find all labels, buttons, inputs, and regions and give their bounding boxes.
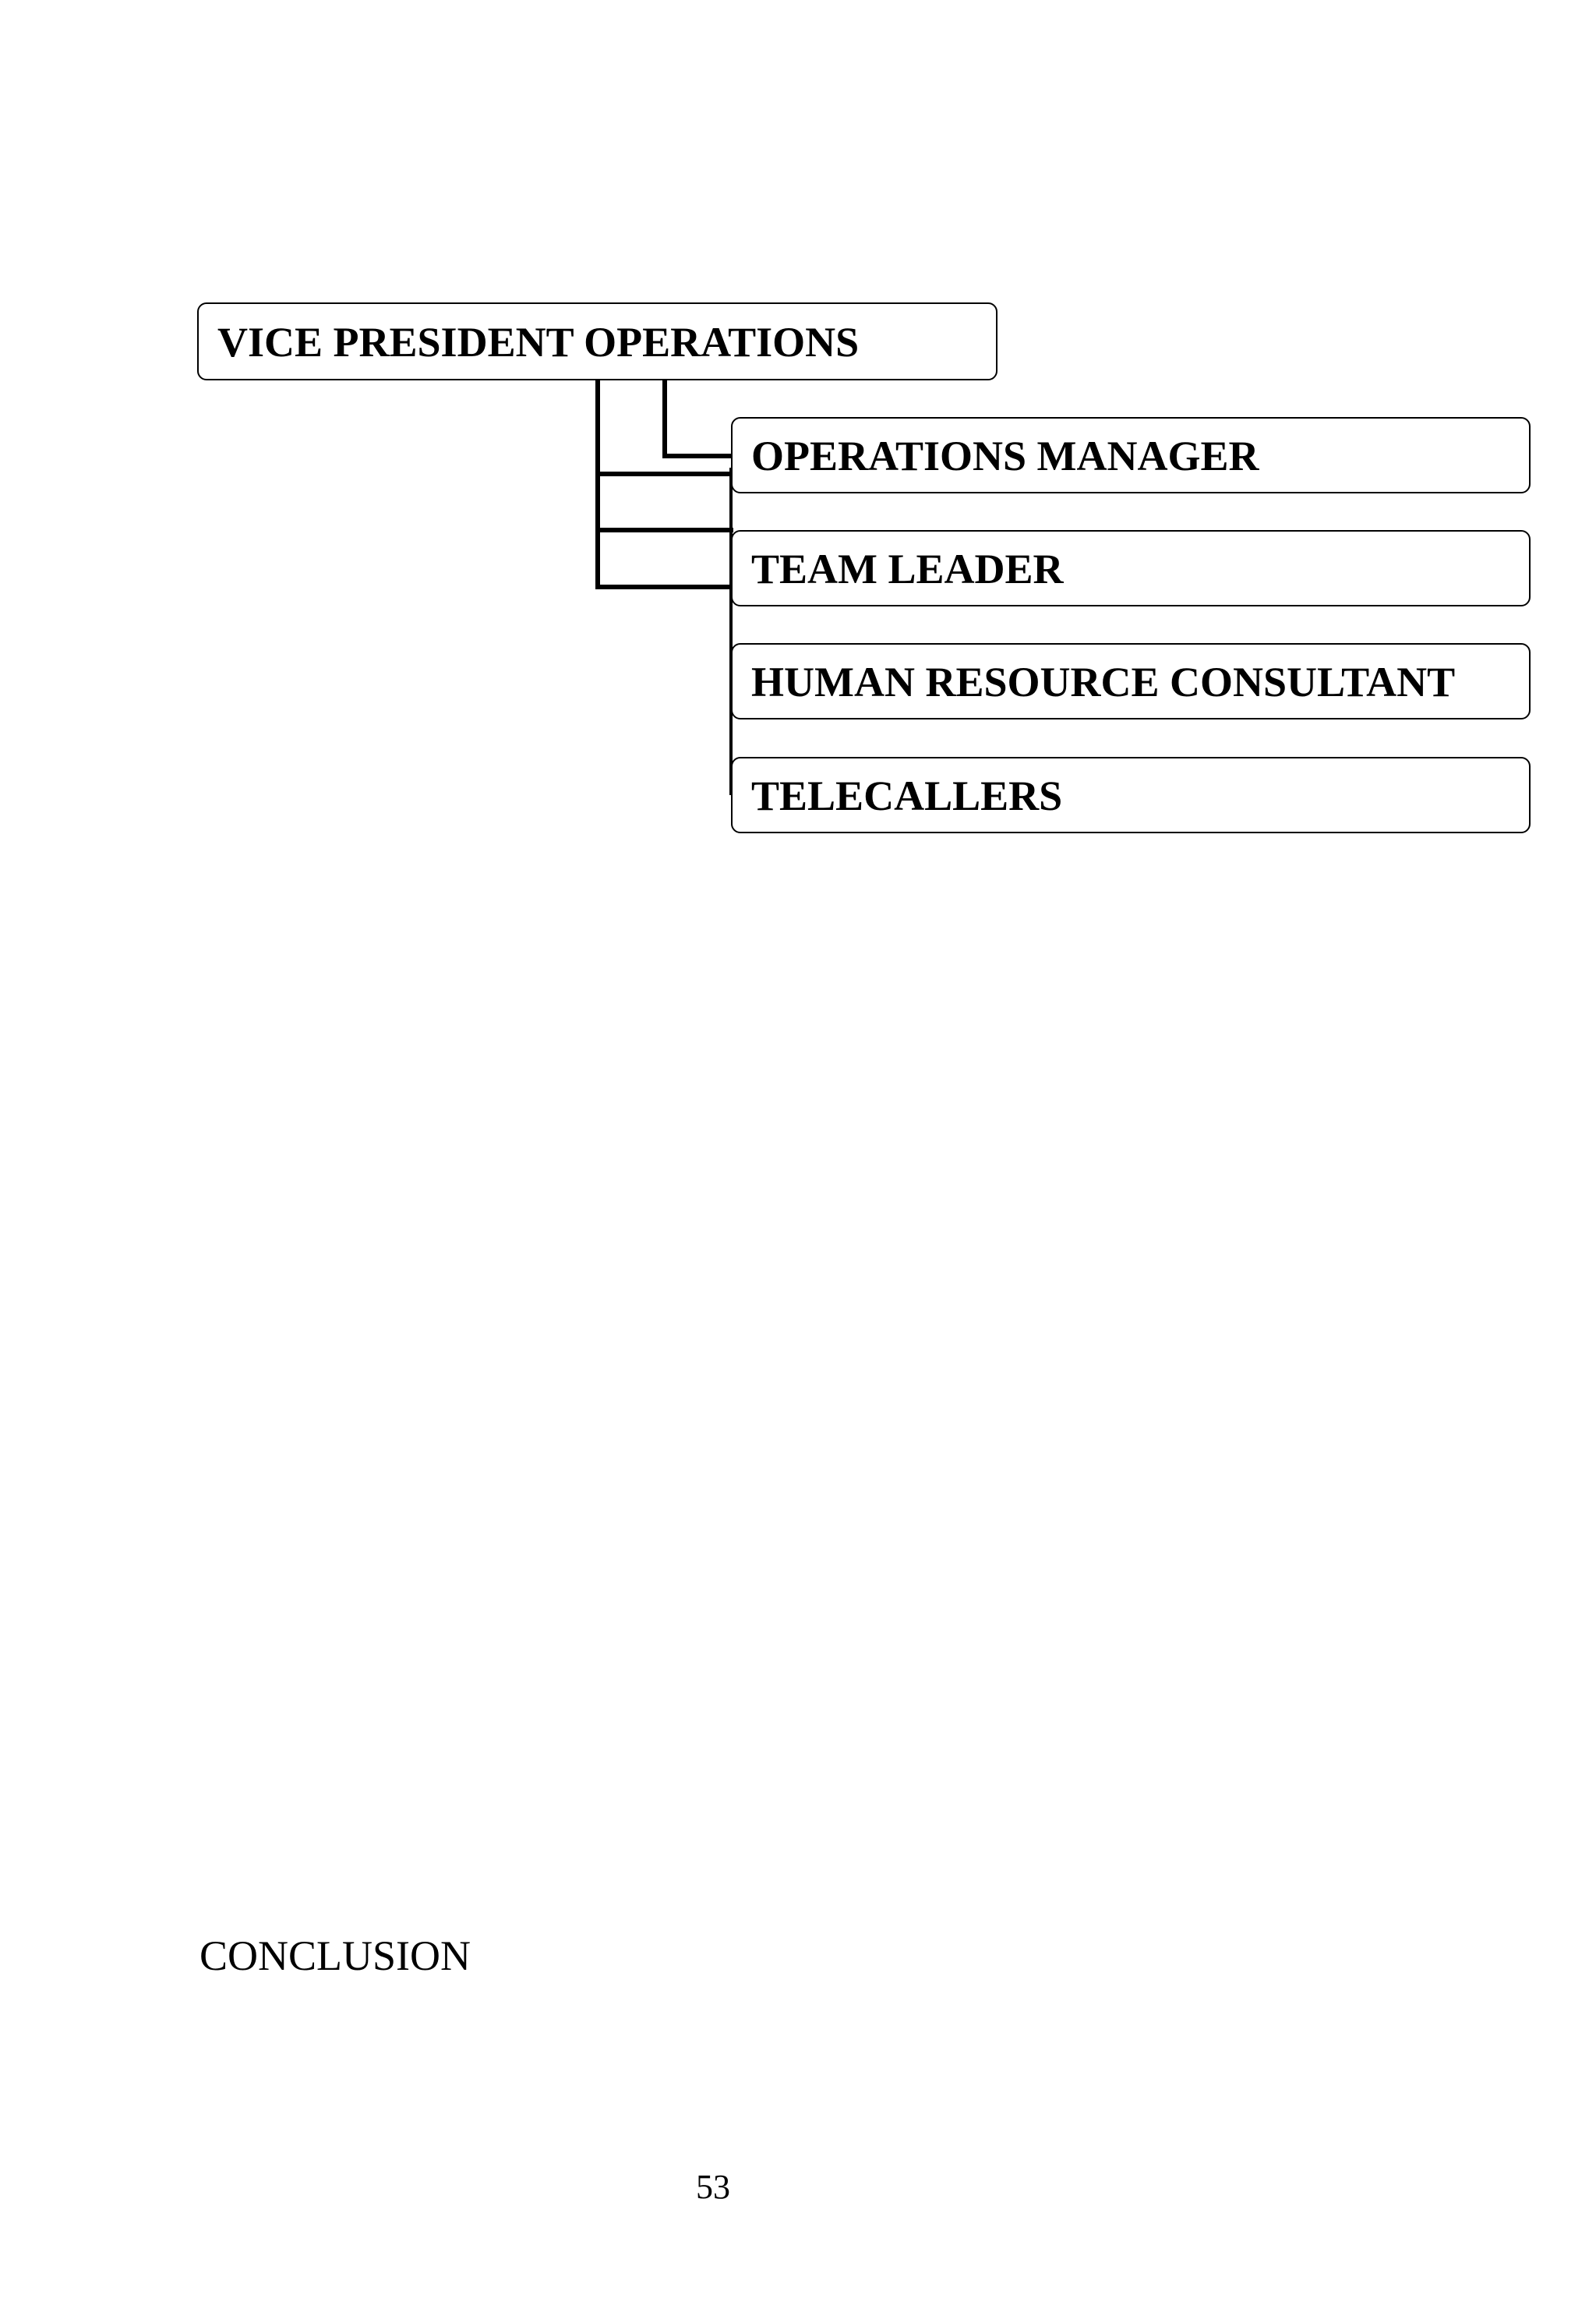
connector-vp-to-operations-manager (662, 380, 733, 458)
org-node-label: HUMAN RESOURCE CONSULTANT (751, 659, 1456, 705)
org-node-operations-manager: OPERATIONS MANAGER (731, 417, 1531, 493)
org-node-label: OPERATIONS MANAGER (751, 433, 1259, 479)
org-node-human-resource-consultant: HUMAN RESOURCE CONSULTANT (731, 643, 1531, 719)
org-node-label: TELECALLERS (751, 772, 1063, 819)
org-node-label: VICE PRESIDENT OPERATIONS (217, 319, 860, 366)
section-heading: CONCLUSION (200, 1932, 471, 1979)
connector-vp-bracket (595, 380, 733, 589)
org-node-vice-president-operations: VICE PRESIDENT OPERATIONS (197, 302, 998, 380)
org-node-label: TEAM LEADER (751, 546, 1064, 592)
org-chart: VICE PRESIDENT OPERATIONS OPERATIONS MAN… (0, 0, 1596, 857)
org-node-team-leader: TEAM LEADER (731, 530, 1531, 606)
org-chart-connectors (595, 380, 733, 795)
org-node-telecallers: TELECALLERS (731, 757, 1531, 833)
page-number: 53 (696, 2168, 730, 2206)
